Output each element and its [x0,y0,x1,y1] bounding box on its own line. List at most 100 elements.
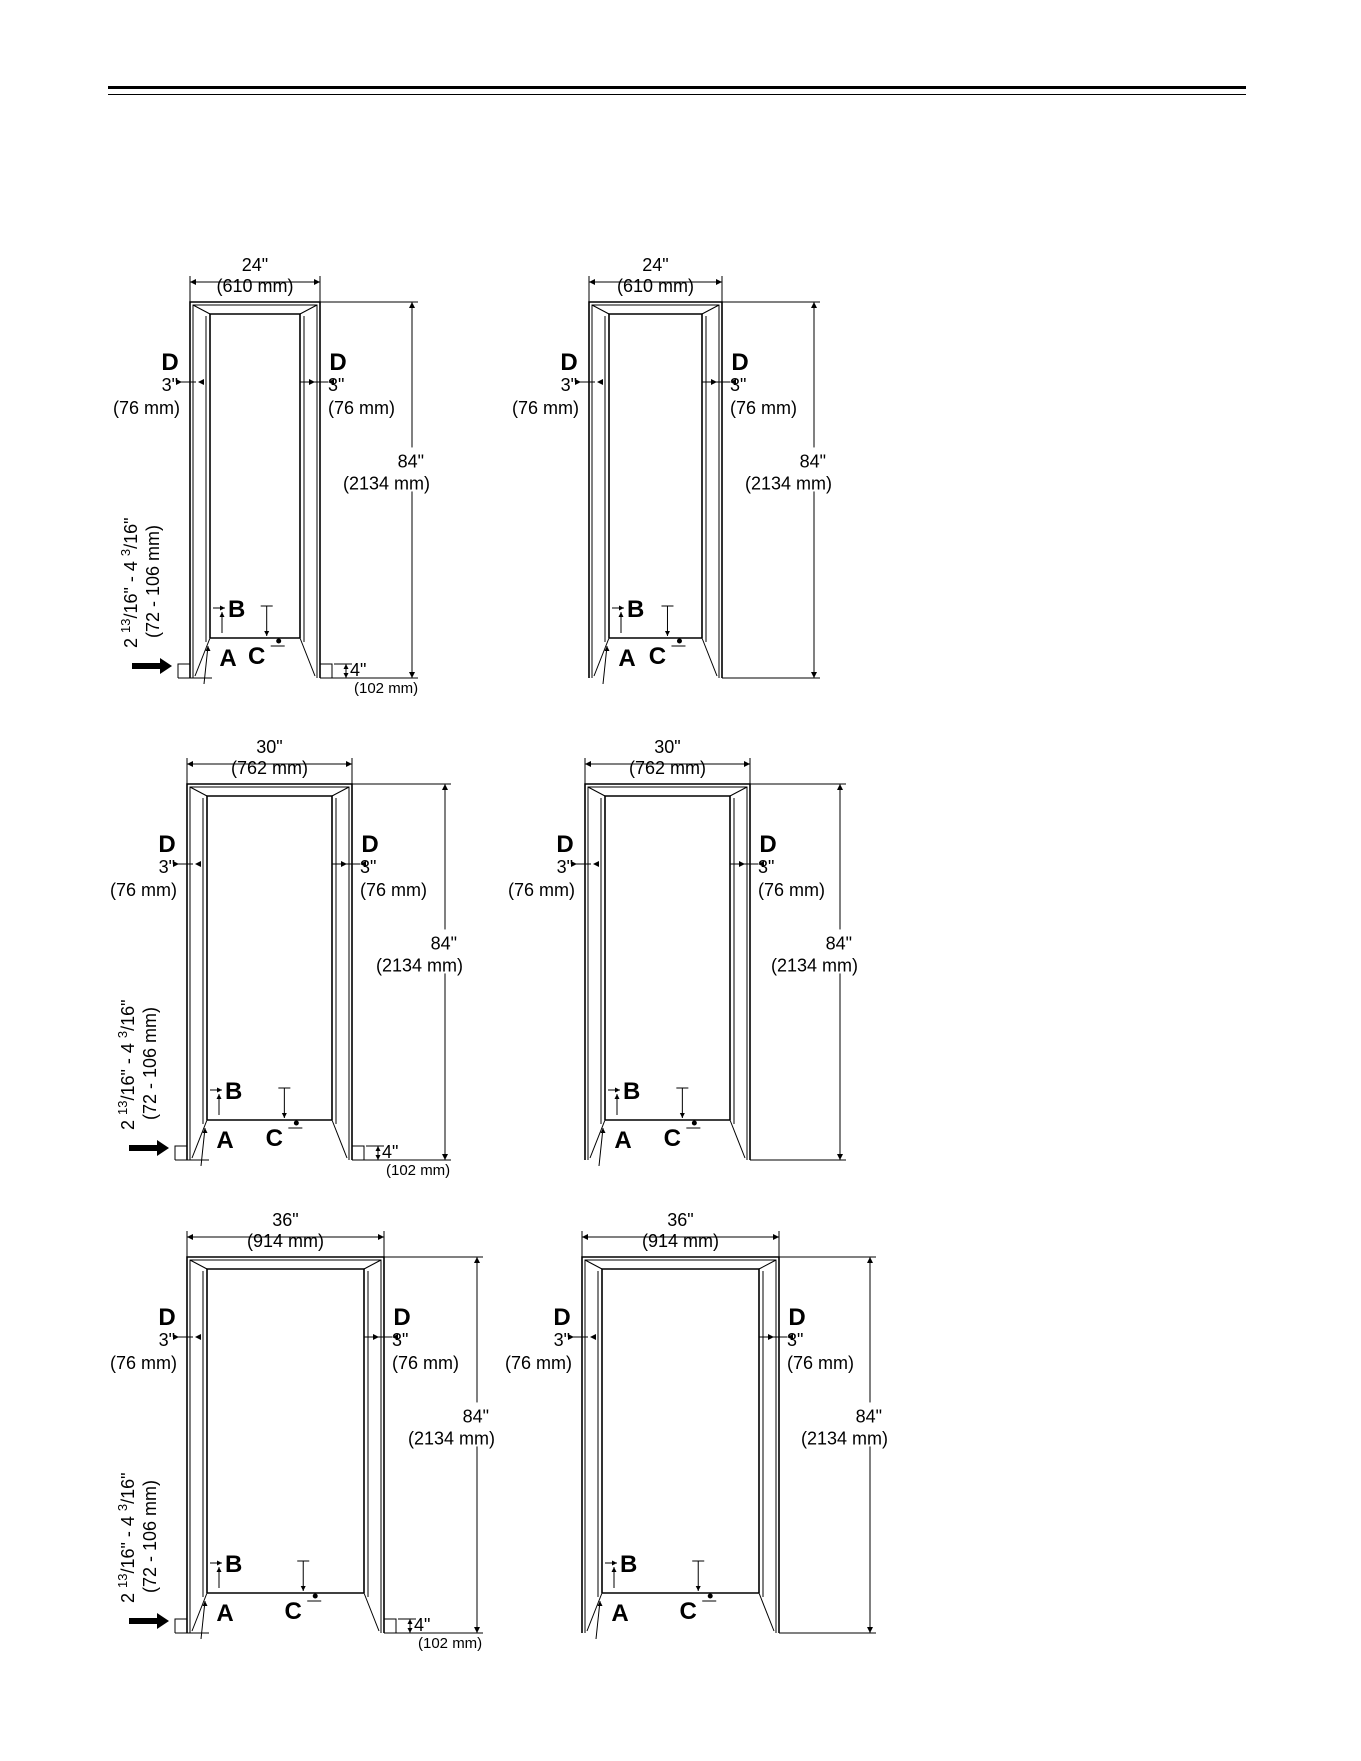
side-inches-left: 3" [554,1330,570,1350]
arrowhead [695,1586,701,1591]
arrowhead [216,1094,222,1099]
side-inches-left: 3" [557,857,573,877]
height-inches: 84" [800,451,826,471]
toe-kick-right [320,663,333,678]
arrowhead [612,1560,617,1566]
panel-opening [601,1268,760,1593]
diagram-30-flush: 30"(762 mm)84"(2134 mm)D3"(76 mm)D3"(76 … [508,737,890,1167]
toe-kick-range-inches: 2 13/16" - 4 3/16" [115,1472,138,1603]
label-d-left: D [158,1304,175,1331]
width-inches: 24" [242,255,268,275]
arrowhead [341,861,347,867]
label-b: B [623,1078,640,1105]
height-label-bg [790,929,890,974]
arrowhead [195,1334,201,1340]
side-millimeters-left: (76 mm) [110,1353,177,1373]
panel-frame-outer [588,301,723,678]
label-a: A [216,1127,233,1154]
toe-kick-range-label: 2 13/16" - 4 3/16"(72 - 106 mm) [118,517,163,648]
mitre-line [299,304,318,315]
diagram-24-toe: 24"(610 mm)84"(2134 mm)D3"(76 mm)D3"(76 … [113,255,462,697]
arrowhead [711,379,717,385]
toe-inches: 4" [382,1142,398,1162]
arrowhead [217,1087,222,1093]
arrowhead [611,1567,617,1572]
width-millimeters: (914 mm) [247,1231,324,1251]
label-d-left: D [553,1304,570,1331]
height-label-bg [395,929,495,974]
arrowhead [173,1334,179,1340]
label-d-left: D [158,831,175,858]
arrowhead [219,612,225,617]
label-a: A [618,645,635,672]
arrowhead [597,1601,603,1606]
toe-kick-range-label: 2 13/16" - 4 3/16"(72 - 106 mm) [115,1472,160,1603]
floor-diagonal [191,1119,208,1159]
diagram-24-flush: 24"(610 mm)84"(2134 mm)D3"(76 mm)D3"(76 … [512,255,864,685]
arrowhead [407,1628,413,1633]
panel-frame-outer [186,1256,385,1633]
width-millimeters: (762 mm) [231,758,308,778]
arrowhead [768,1334,774,1340]
label-a: A [614,1127,631,1154]
side-millimeters-right: (76 mm) [360,880,427,900]
floor-diagonal [194,637,211,677]
arrowhead [190,279,196,285]
arrowhead [597,379,603,385]
floor-diagonal [729,1119,746,1159]
arrowhead [614,1094,620,1099]
arrowhead [343,673,349,678]
width-inches: 36" [272,1210,298,1230]
side-millimeters-left: (76 mm) [110,880,177,900]
side-millimeters-right: (76 mm) [758,880,825,900]
panel-frame-inner-edge [584,1259,777,1633]
c-marker [276,638,282,644]
label-d-left: D [560,349,577,376]
arrowhead [811,672,817,678]
panel-frame-outer [581,1256,780,1633]
a-dimension-line [595,1600,601,1640]
label-b: B [620,1551,637,1578]
side-millimeters-left: (76 mm) [113,398,180,418]
side-millimeters-right: (76 mm) [328,398,395,418]
toe-kick-range-inches: 2 13/16" - 4 3/16" [118,517,141,648]
toe-inches: 4" [414,1615,430,1635]
arrowhead [220,605,225,611]
arrowhead [375,1146,381,1151]
height-inches: 84" [463,1406,489,1426]
range-text-part: /16" - 4 [121,556,141,618]
side-inches-left: 3" [561,375,577,395]
floor-diagonal [589,1119,606,1159]
mitre-line [729,786,748,797]
c-marker [707,1593,713,1599]
width-inches: 24" [642,255,668,275]
label-a: A [219,645,236,672]
height-millimeters: (2134 mm) [376,955,463,975]
mitre-line [189,786,208,797]
arrowhead [811,302,817,308]
arrowhead [409,672,415,678]
arrowhead [739,861,745,867]
arrowhead [314,279,320,285]
toe-kick-range-millimeters: (72 - 106 mm) [140,1480,160,1593]
arrowhead [837,1154,843,1160]
arrowhead [787,1334,793,1340]
arrowhead [679,1113,685,1118]
side-inches-right: 3" [787,1330,803,1350]
height-inches: 84" [431,933,457,953]
mitre-line [587,786,606,797]
label-c: C [285,1598,302,1625]
arrowhead [378,1234,384,1240]
range-text-part: 2 [118,1115,138,1130]
arrowhead [309,379,315,385]
panel-opening [206,1268,365,1593]
height-label-bg [820,1402,920,1447]
panel-frame-inner-edge [587,786,748,1160]
arrowhead [187,1234,193,1240]
fraction-numerator: 13 [118,619,133,633]
arrowhead [615,1087,620,1093]
toe-kick-right [384,1618,397,1633]
arrowhead [837,784,843,790]
width-inches: 30" [256,737,282,757]
